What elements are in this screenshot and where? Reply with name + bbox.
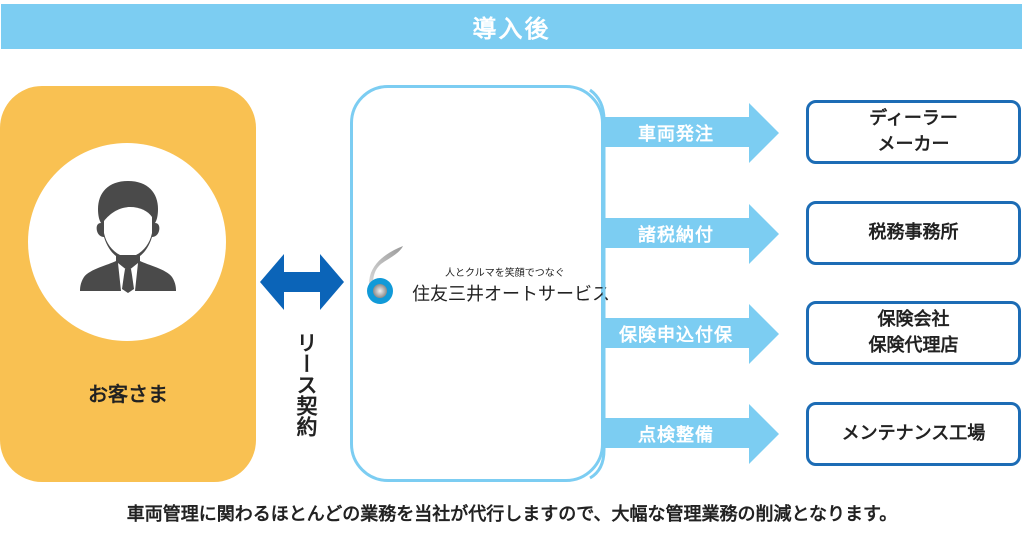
company-tagline: 人とクルマを笑顔でつなぐ bbox=[445, 268, 565, 279]
page-title: 導入後 bbox=[472, 15, 551, 43]
flow-label: 点検整備 bbox=[638, 425, 714, 446]
flow-arrow-vehicle-order: 車両発注 bbox=[603, 103, 781, 163]
customer-avatar bbox=[28, 143, 226, 341]
destination-insurance: 保険会社 保険代理店 bbox=[806, 301, 1021, 365]
person-icon bbox=[80, 181, 176, 293]
double-arrow-icon bbox=[260, 254, 344, 310]
arrow-right-icon bbox=[603, 304, 779, 364]
company-panel: 人とクルマを笑顔でつなぐ 住友三井オートサービス bbox=[350, 85, 610, 482]
flow-label: 保険申込付保 bbox=[619, 325, 733, 346]
arrow-right-icon bbox=[603, 404, 779, 464]
destination-line: ディーラー bbox=[869, 108, 958, 129]
arrow-right-icon bbox=[603, 204, 779, 264]
header-bar: 導入後 bbox=[1, 4, 1022, 49]
customer-label: お客さま bbox=[88, 382, 168, 406]
destination-line: 保険代理店 bbox=[868, 335, 959, 356]
destination-line: メーカー bbox=[877, 134, 950, 155]
destination-tax-office: 税務事務所 bbox=[806, 201, 1021, 265]
flow-arrow-maintenance: 点検整備 bbox=[603, 404, 781, 464]
customer-panel: お客さま bbox=[0, 86, 256, 482]
arrow-right-icon bbox=[603, 103, 779, 163]
company-logo: 人とクルマを笑顔でつなぐ 住友三井オートサービス bbox=[365, 244, 610, 314]
flow-label: 諸税納付 bbox=[638, 225, 714, 246]
company-logo-icon bbox=[367, 246, 403, 304]
destination-line: 保険会社 bbox=[877, 309, 950, 330]
destination-line: 税務事務所 bbox=[868, 222, 959, 243]
lease-contract-label: リース契約 bbox=[294, 332, 318, 437]
destination-dealer-maker: ディーラー メーカー bbox=[806, 100, 1021, 164]
footer-description: 車両管理に関わるほとんどの業務を当社が代行しますので、大幅な管理業務の削減となり… bbox=[126, 504, 898, 525]
flow-arrow-tax-payment: 諸税納付 bbox=[603, 204, 781, 264]
destination-maintenance-shop: メンテナンス工場 bbox=[806, 402, 1021, 466]
destination-line: メンテナンス工場 bbox=[841, 423, 986, 444]
flow-arrow-insurance: 保険申込付保 bbox=[603, 304, 781, 364]
flow-label: 車両発注 bbox=[638, 124, 714, 145]
company-name: 住友三井オートサービス bbox=[412, 284, 610, 305]
